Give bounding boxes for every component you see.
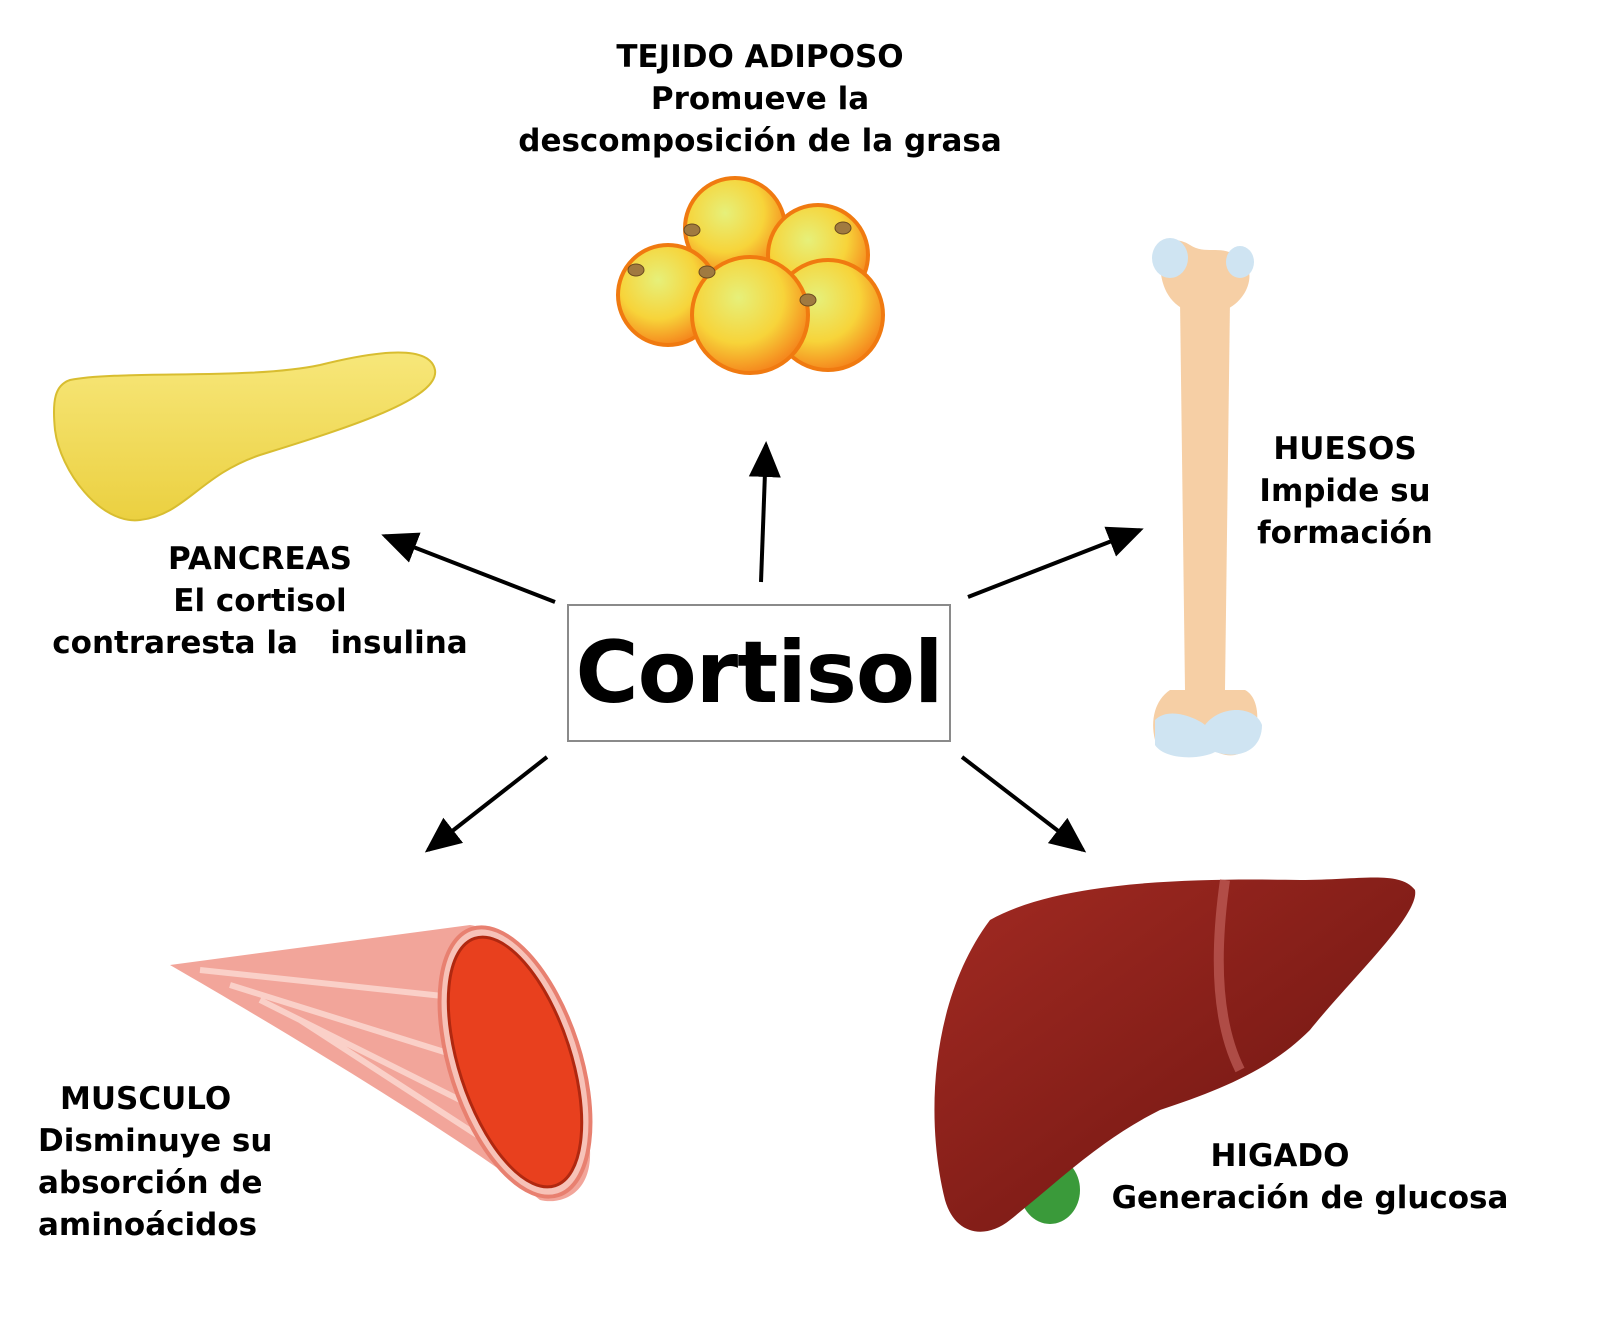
liver-title: HIGADO [1210, 1138, 1350, 1174]
muscle-line3: aminoácidos [38, 1207, 258, 1243]
arrow-to-muscle [424, 755, 549, 853]
arrow-to-bones [967, 526, 1144, 599]
muscle-label: MUSCULO Disminuye su absorción de aminoá… [38, 1078, 272, 1246]
adipose-line2: descomposición de la grasa [518, 123, 1002, 159]
adipose-title: TEJIDO ADIPOSO [616, 39, 904, 75]
arrow-to-pancreas [381, 532, 556, 604]
pancreas-line2: contraresta la insulina [52, 625, 468, 661]
cortisol-title: Cortisol [575, 623, 944, 723]
arrow-to-liver [960, 755, 1087, 853]
liver-label: HIGADO Generación de glucosa [1090, 1135, 1530, 1219]
pancreas-line1: El cortisol [173, 583, 347, 619]
bones-title: HUESOS [1273, 431, 1417, 467]
bone-illustration [1152, 238, 1262, 758]
muscle-line2: absorción de [38, 1165, 263, 1201]
adipose-line1: Promueve la [650, 81, 870, 117]
arrow-to-adipose [748, 441, 781, 583]
muscle-line1: Disminuye su [38, 1123, 273, 1159]
bones-line1: Impide su [1259, 473, 1431, 509]
muscle-illustration [170, 925, 593, 1202]
adipose-label: TEJIDO ADIPOSO Promueve la descomposició… [510, 36, 1010, 162]
pancreas-label: PANCREAS El cortisol contraresta la insu… [20, 538, 500, 664]
muscle-title: MUSCULO [60, 1081, 232, 1117]
fat-cells-illustration [616, 176, 885, 375]
pancreas-illustration [52, 351, 437, 522]
pancreas-title: PANCREAS [168, 541, 352, 577]
liver-line1: Generación de glucosa [1111, 1180, 1509, 1216]
bones-label: HUESOS Impide su formación [1240, 428, 1450, 554]
arrows [381, 441, 1144, 853]
liver-illustration [934, 877, 1416, 1232]
bones-line2: formación [1257, 515, 1433, 551]
cortisol-box: Cortisol [567, 604, 951, 742]
